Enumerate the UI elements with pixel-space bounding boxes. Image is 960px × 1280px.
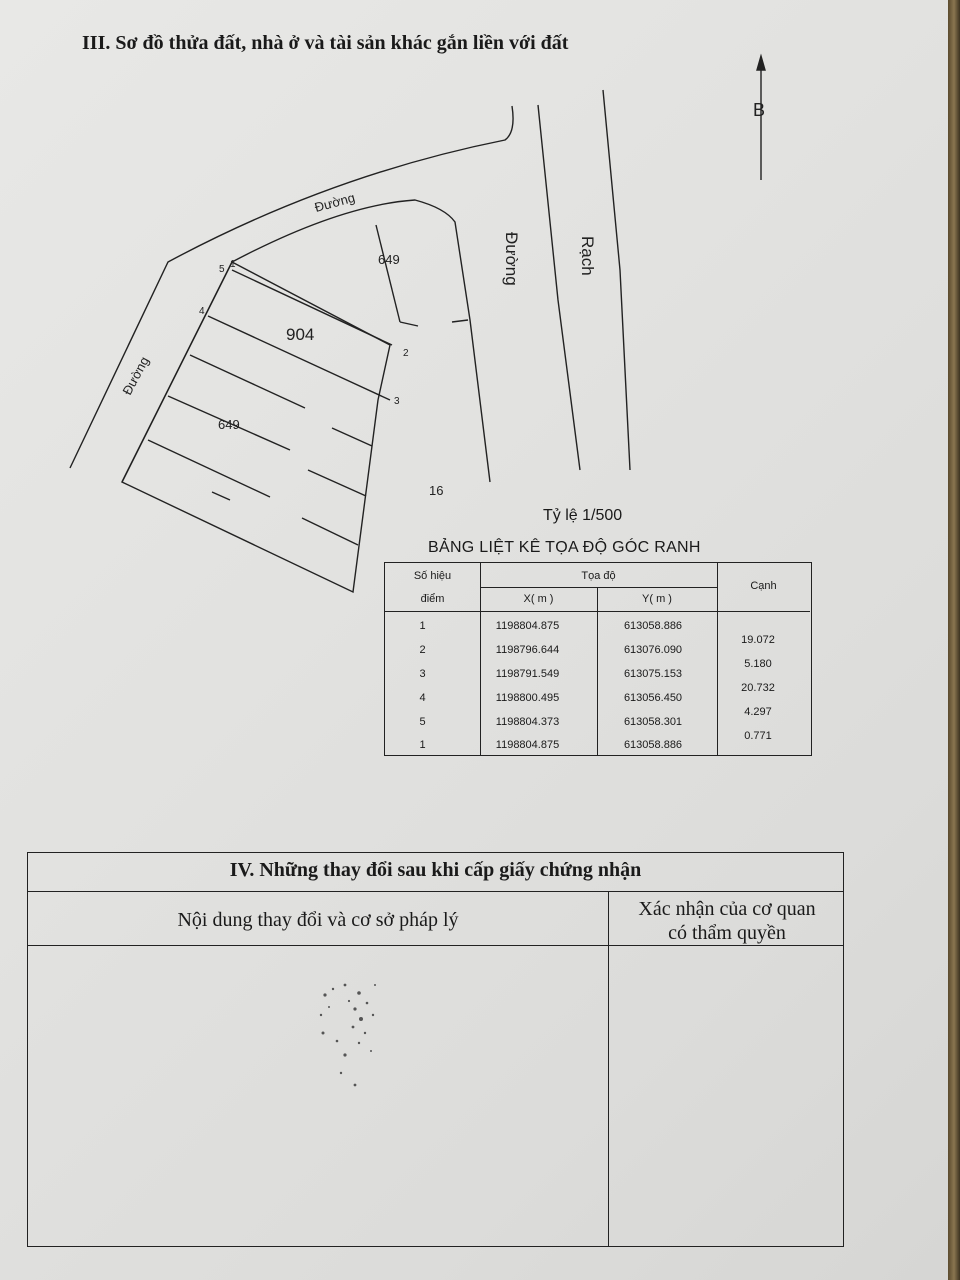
- row-x: 1198800.495: [495, 692, 560, 704]
- edge-length: 19.072: [741, 634, 775, 646]
- north-arrowhead-icon: [756, 53, 766, 71]
- point-label-1: 1: [230, 259, 236, 270]
- header-point-line2: điểm: [420, 593, 445, 605]
- point-label-2: 2: [403, 348, 409, 359]
- row-x: 1198791.549: [495, 668, 560, 680]
- row-x: 1198804.373: [495, 716, 560, 728]
- parcel-divider: [189, 354, 306, 409]
- point-label-3: 3: [394, 396, 400, 407]
- row-x: 1198804.875: [495, 739, 560, 751]
- edge-length: 4.297: [744, 706, 772, 718]
- map-scale: Tỷ lệ 1/500: [543, 507, 623, 524]
- edge-length: 0.771: [744, 730, 772, 742]
- header-coord: Tọa độ: [581, 570, 616, 582]
- road-top-inner: [121, 199, 491, 483]
- parcel-divider: [301, 517, 359, 546]
- row-point: 3: [419, 668, 426, 680]
- road-left-label: Đường: [119, 354, 152, 397]
- authority-header-line1: Xác nhận của cơ quan: [638, 898, 816, 920]
- changes-section: IV. Những thay đổi sau khi cấp giấy chứn…: [27, 852, 844, 1247]
- row-point: 1: [419, 620, 426, 632]
- land-parcel-map: B Đường Đường Rạch Đường 904 649 649 16 …: [69, 53, 766, 594]
- parcel-divider: [167, 395, 291, 451]
- coordinate-table: Số hiệu điểm Tọa độ X( m ) Y( m ) Cạnh 1…: [384, 562, 812, 756]
- row-point: 4: [419, 692, 426, 704]
- canal-label: Rạch: [578, 236, 597, 276]
- parcel-divider: [307, 469, 367, 497]
- header-point-line1: Số hiệu: [413, 570, 452, 582]
- road-right-label: Đường: [502, 232, 521, 286]
- parcel-904-bottom-edge: [207, 315, 391, 401]
- row-y: 613075.153: [623, 668, 683, 680]
- parcel-divider: [211, 491, 231, 501]
- parcel-904-top-edge: [231, 269, 393, 346]
- parcel-649-line-b: [399, 321, 419, 327]
- row-y: 613056.450: [623, 692, 683, 704]
- parcel-top-label: 649: [378, 252, 400, 267]
- north-label: B: [753, 100, 765, 120]
- section-4-title: IV. Những thay đổi sau khi cấp giấy chứn…: [229, 859, 642, 881]
- row-y: 613058.886: [623, 739, 683, 751]
- road-tick: [451, 319, 469, 323]
- row-y: 613058.886: [623, 620, 683, 632]
- point-label-5: 5: [219, 264, 225, 275]
- changes-content-header: Nội dung thay đổi và cơ sở pháp lý: [177, 909, 459, 931]
- page-edge: [948, 0, 960, 1280]
- coord-table-title: BẢNG LIỆT KÊ TỌA ĐỘ GÓC RANH: [428, 539, 701, 556]
- parcel-main-label: 904: [286, 325, 314, 344]
- parcel-649-line: [375, 224, 401, 323]
- faint-stamp-mark: [319, 983, 376, 1087]
- parcel-bottom-label: 649: [218, 417, 240, 432]
- parcel-divider: [331, 427, 373, 447]
- section-3-title: III. Sơ đồ thửa đất, nhà ở và tài sản kh…: [82, 32, 569, 54]
- authority-confirmation-header: Xác nhận của cơ quan có thẩm quyền: [609, 897, 845, 945]
- header-edge: Cạnh: [750, 580, 777, 592]
- edge-length: 5.180: [744, 658, 772, 670]
- row-y: 613076.090: [623, 644, 683, 656]
- parcel-right-label: 16: [429, 483, 443, 498]
- header-x: X( m ): [523, 593, 554, 605]
- header-y: Y( m ): [642, 593, 672, 605]
- row-x: 1198796.644: [495, 644, 560, 656]
- authority-header-line2: có thẩm quyền: [668, 922, 786, 944]
- row-x: 1198804.875: [495, 620, 560, 632]
- road-right-line: [537, 104, 581, 471]
- row-y: 613058.301: [623, 716, 683, 728]
- road-top-outer: [69, 105, 514, 469]
- edge-length: 20.732: [741, 682, 775, 694]
- canal-line: [602, 89, 631, 471]
- parcel-boundary: [121, 261, 391, 594]
- row-point: 1: [419, 739, 426, 751]
- parcel-divider: [147, 439, 271, 498]
- point-label-4: 4: [199, 306, 205, 317]
- row-point: 2: [419, 644, 426, 656]
- row-point: 5: [419, 716, 426, 728]
